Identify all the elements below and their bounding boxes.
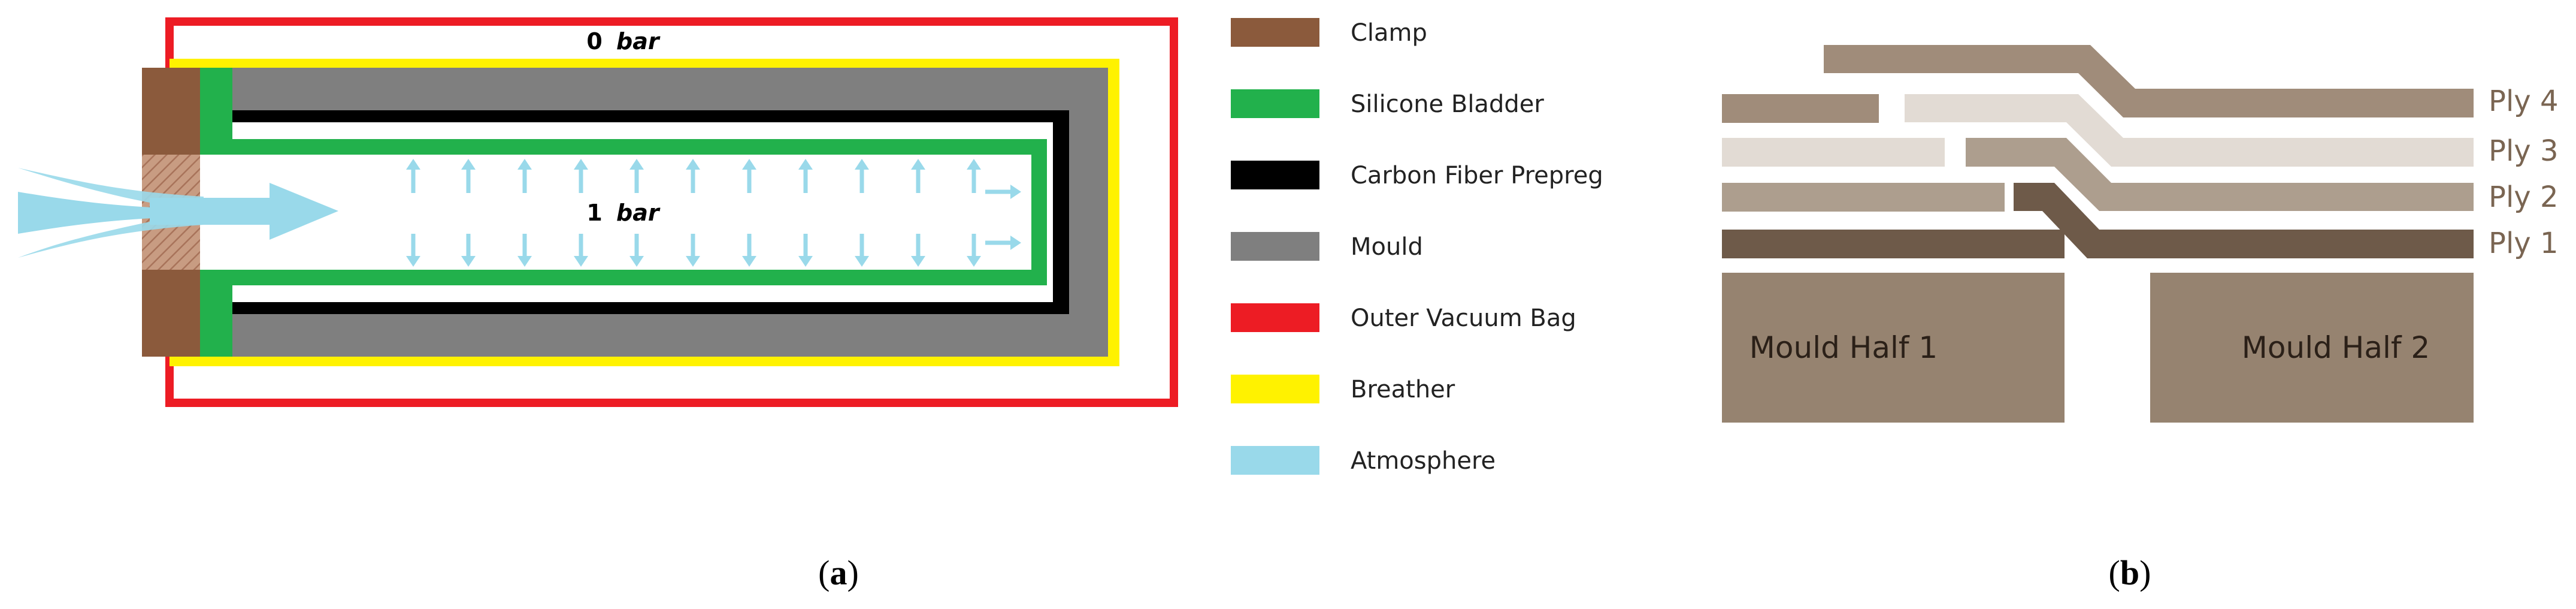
legend-swatch (1231, 18, 1319, 47)
legend-swatch (1231, 375, 1319, 403)
pressure-arrow-head (742, 159, 756, 170)
legend-label: Mould (1351, 233, 1423, 261)
pressure-arrow-head (406, 256, 420, 267)
ply-1 (1722, 183, 2474, 258)
pressure-arrow-head (517, 256, 532, 267)
legend-swatch (1231, 446, 1319, 475)
top-pressure-label: 0 bar (586, 28, 661, 55)
pressure-arrow-head (406, 159, 420, 170)
pressure-arrow-head (1010, 185, 1021, 199)
pressure-arrow-head (574, 256, 588, 267)
top-pressure-unit: bar (616, 28, 661, 55)
mould-half-1 (1722, 273, 2065, 423)
panel-a-caption: (a) (818, 553, 859, 592)
pressure-arrow-head (461, 256, 476, 267)
pressure-arrow-head (855, 256, 869, 267)
pressure-arrow-head (967, 159, 981, 170)
legend-swatch (1231, 161, 1319, 189)
bladder-interior (198, 155, 1031, 270)
ply-label: Ply 2 (2489, 180, 2558, 214)
ply-label: Ply 1 (2489, 227, 2558, 260)
pressure-arrow-head (911, 159, 925, 170)
legend-swatch (1231, 89, 1319, 118)
mould-half-1-label: Mould Half 1 (1749, 330, 1938, 365)
legend-label: Silicone Bladder (1351, 91, 1544, 118)
top-pressure-value: 0 (586, 28, 602, 55)
pressure-arrow-head (967, 256, 981, 267)
mould-half-2 (2150, 273, 2474, 423)
pressure-arrow-head (798, 159, 813, 170)
inner-pressure-value: 1 (586, 200, 602, 226)
pressure-arrow-head (798, 256, 813, 267)
mould-half-2-label: Mould Half 2 (2242, 330, 2430, 365)
legend-label: Breather (1351, 376, 1455, 403)
ply-2 (1722, 138, 2474, 212)
panel-b-caption-letter: b (2120, 553, 2139, 592)
clamp-bottom (142, 270, 200, 357)
pressure-arrow-head (574, 159, 588, 170)
pressure-arrow-head (629, 256, 644, 267)
legend-swatch (1231, 232, 1319, 261)
pressure-arrow-head (686, 256, 700, 267)
inner-pressure-label: 1 bar (586, 200, 661, 226)
legend-label: Clamp (1351, 19, 1427, 47)
ply-label: Ply 3 (2489, 134, 2558, 168)
pressure-arrow-head (1010, 236, 1021, 250)
legend-label: Outer Vacuum Bag (1351, 304, 1576, 332)
legend-swatch (1231, 303, 1319, 332)
legend-label: Carbon Fiber Prepreg (1351, 162, 1603, 189)
legend-label: Atmosphere (1351, 447, 1496, 475)
pressure-arrow-head (629, 159, 644, 170)
pressure-arrow-head (911, 256, 925, 267)
pressure-arrow-head (686, 159, 700, 170)
inner-pressure-unit: bar (616, 200, 661, 226)
pressure-arrow-head (742, 256, 756, 267)
pressure-arrow-head (855, 159, 869, 170)
ply-label: Ply 4 (2489, 85, 2558, 118)
pressure-arrow-head (461, 159, 476, 170)
ply-3 (1722, 94, 2474, 167)
ply-4 (1722, 45, 2474, 123)
panel-b-caption: (b) (2109, 553, 2151, 592)
clamp-top (142, 68, 200, 155)
atmosphere-inflow-arrow (18, 168, 338, 258)
pressure-arrow-head (517, 159, 532, 170)
panel-a: 0 bar 1 bar (a) (18, 17, 1178, 592)
panel-b: Mould Half 1 Mould Half 2 Ply 4 Ply 3 Pl… (1722, 45, 2558, 592)
panel-a-caption-letter: a (830, 553, 847, 592)
pressure-arrows (406, 159, 1021, 267)
